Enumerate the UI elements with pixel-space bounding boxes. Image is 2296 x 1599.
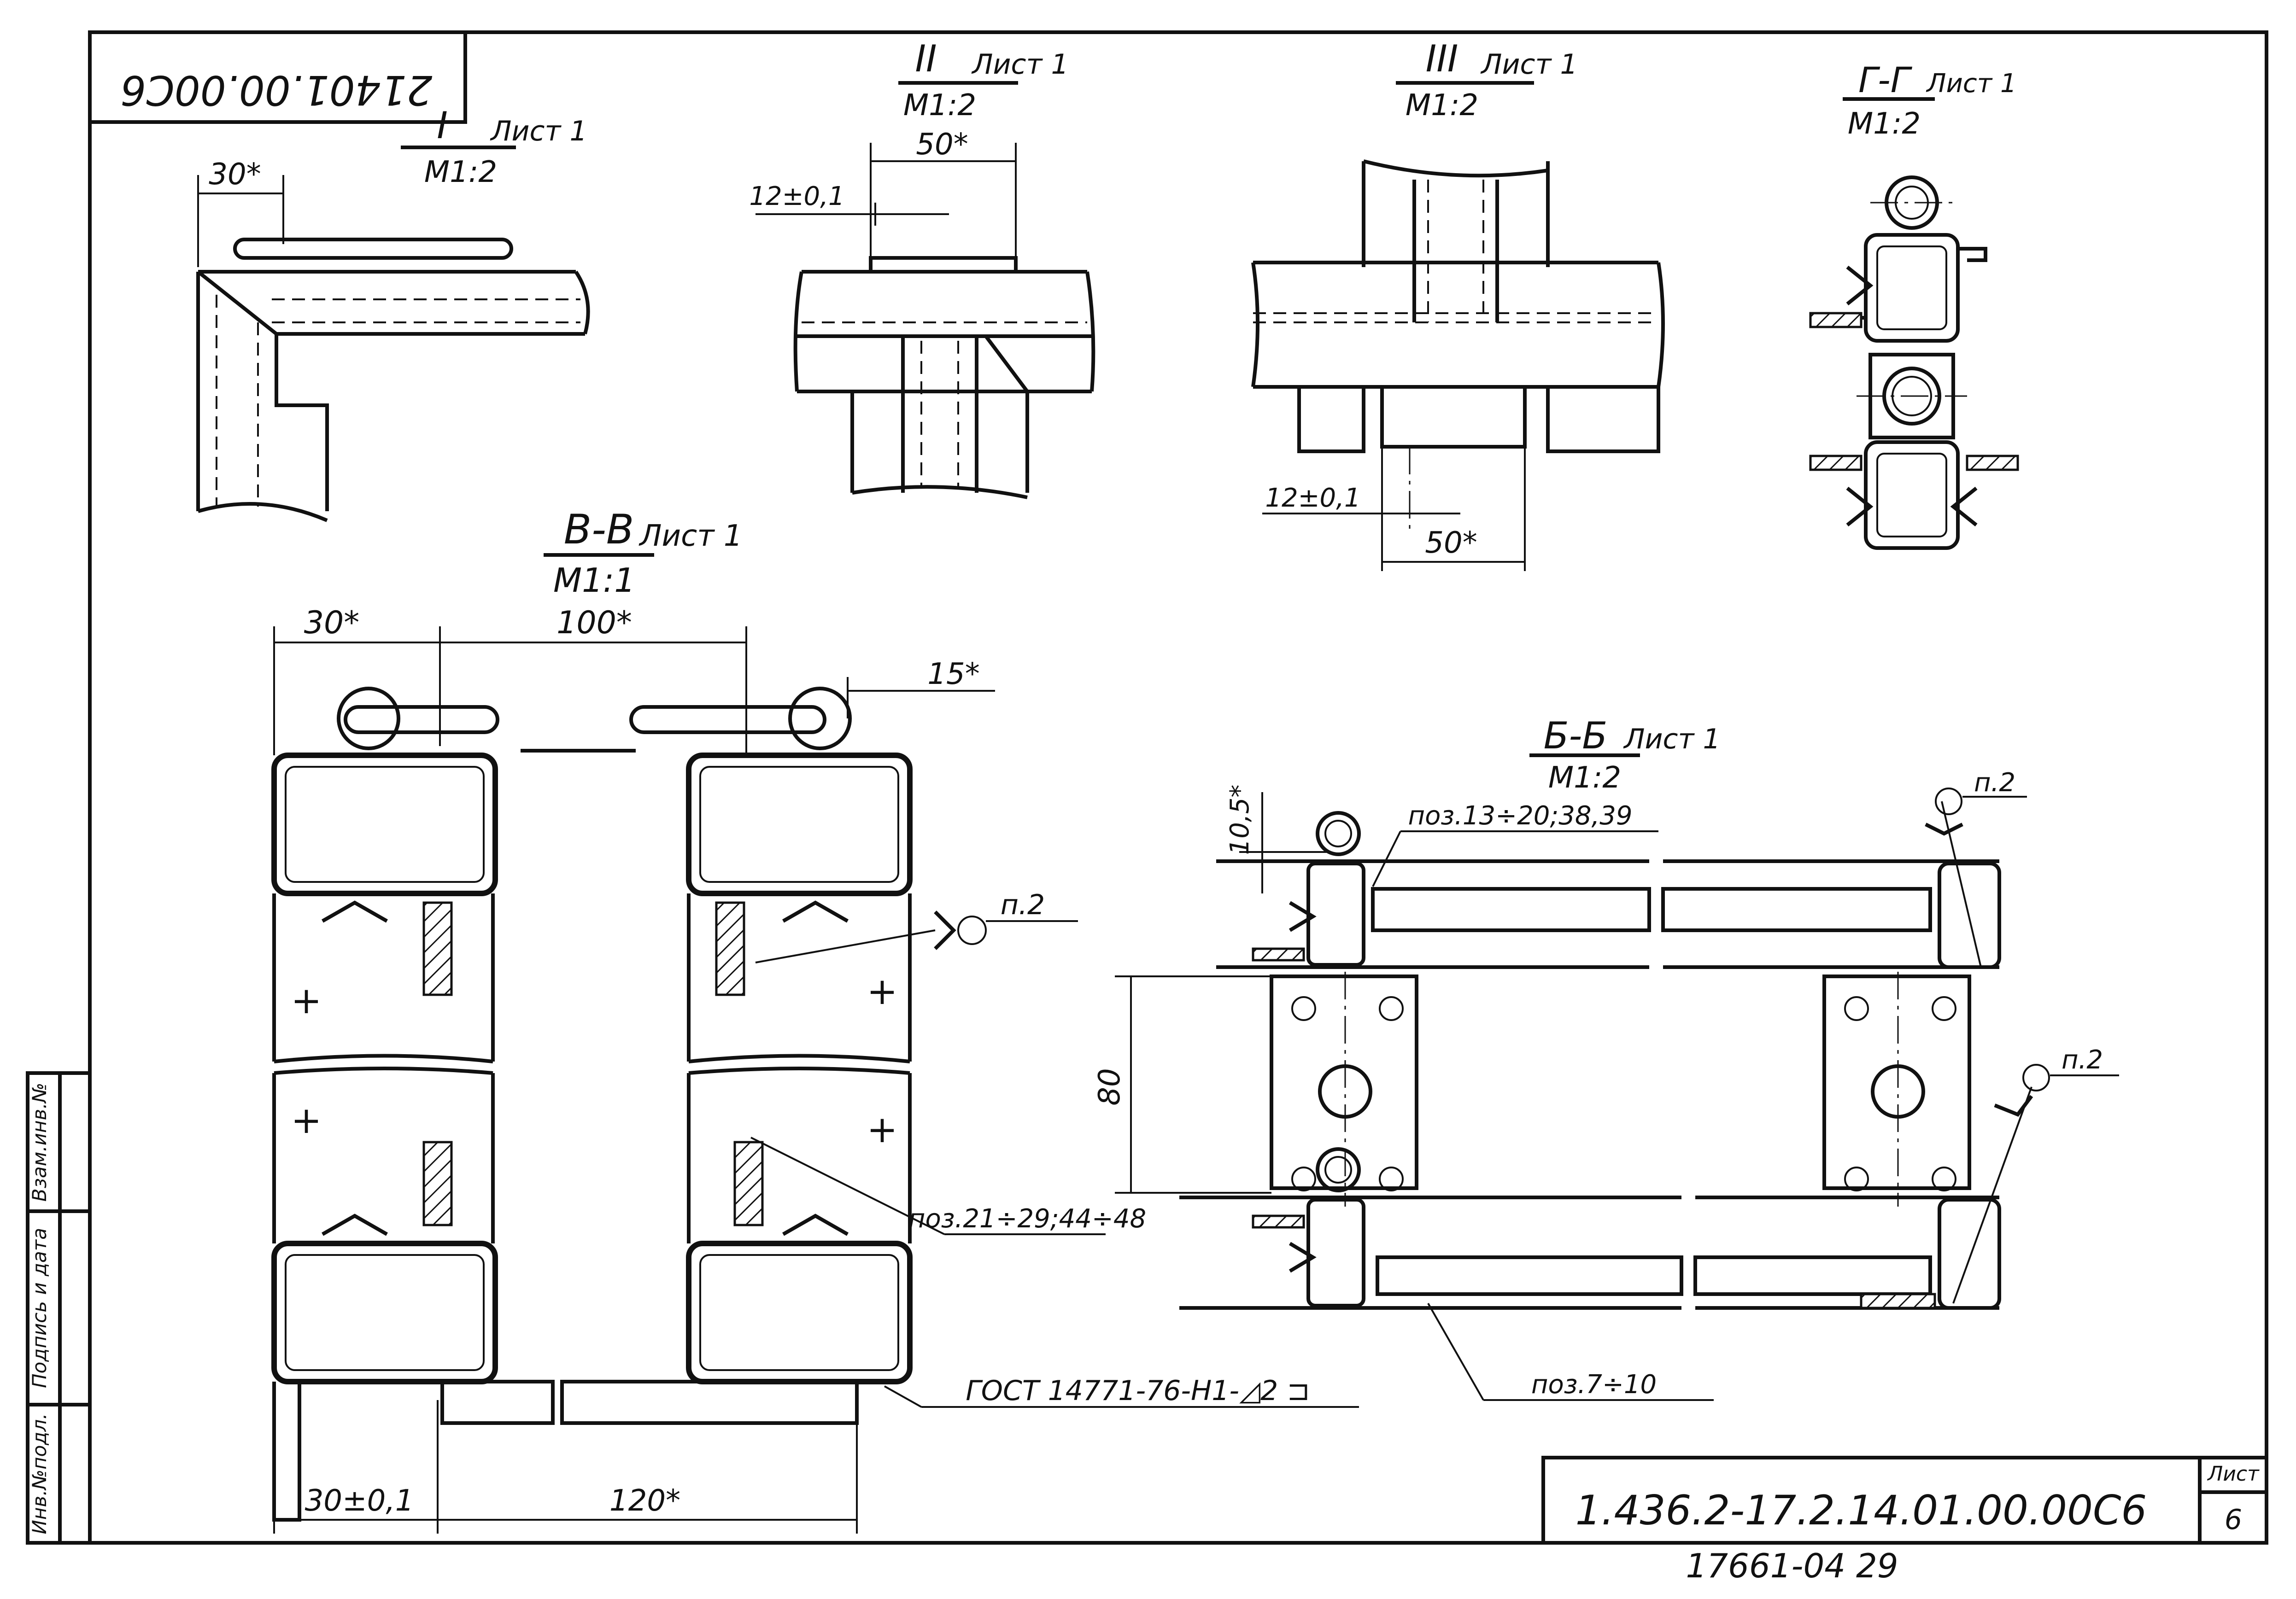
view-1-dim-top: 30* — [209, 158, 261, 192]
title-block: Лист 6 1.436.2-17.2.14.01.00.00C6 17661-… — [1541, 1456, 2267, 1585]
view-3-dim-width: 50* — [1425, 526, 1477, 560]
drawing-designation: 1.436.2-17.2.14.01.00.00C6 — [1576, 1487, 2147, 1534]
view-bb-dim-small: 10,5* — [1225, 785, 1255, 855]
view-vv-dim-left-bottom: 30±0,1 — [305, 1484, 414, 1518]
view-vv-dim-span-top: 100* — [556, 605, 632, 641]
view-2-dim-offset: 12±0,1 — [749, 181, 844, 211]
view-bb-sheet: Лист 1 — [1623, 723, 1720, 755]
view-gg-sheet: Лист 1 — [1926, 69, 2016, 99]
view-3: III Лист 1 М1:2 50* 12±0,1 — [1251, 37, 1665, 571]
view-2-sheet: Лист 1 — [971, 48, 1068, 81]
view-3-sheet: Лист 1 — [1480, 48, 1577, 81]
view-1-sheet: Лист 1 — [490, 115, 587, 147]
view-3-title: III — [1426, 37, 1458, 80]
view-bb-pos-bottom: поз.7÷10 — [1531, 1370, 1657, 1400]
side-stamp-cell-1: Инв.№подл. — [28, 1413, 51, 1534]
view-bb-title: Б-Б — [1544, 714, 1608, 757]
side-stamp-cell-3: Взам.инв.№ — [28, 1083, 51, 1202]
view-vv-dim-span-bottom: 120* — [609, 1484, 680, 1518]
vv-cross-4: + — [867, 1108, 897, 1151]
view-2-title: II — [915, 37, 937, 80]
view-gg: Г-Г Лист 1 М1:2 — [1809, 59, 2019, 550]
view-bb-scale: М1:2 — [1548, 761, 1621, 795]
view-vv-weld-callout: п.2 — [1001, 889, 1045, 921]
drawing-frame — [88, 30, 2268, 1545]
view-bb-dim-vertical: 80 — [1093, 1068, 1127, 1105]
sheet-label: Лист — [2207, 1462, 2260, 1486]
vv-cross-1: + — [291, 979, 322, 1022]
sheet-number: 6 — [2225, 1504, 2242, 1536]
view-2-scale: М1:2 — [903, 88, 976, 123]
top-left-stamp-text: 21401.00.00C6 — [120, 66, 432, 114]
side-stamp: Инв.№подл. Подпись и дата Взам.инв.№ — [26, 1071, 92, 1545]
view-vv-dim-left-top: 30* — [304, 605, 360, 641]
side-stamp-cell-2: Подпись и дата — [28, 1228, 51, 1388]
view-1: I Лист 1 М1:2 30* — [196, 104, 590, 522]
view-bb-weld-callout-1: п.2 — [1974, 768, 2015, 798]
view-bb-weld-callout-2: п.2 — [2062, 1045, 2103, 1075]
view-vv: В-В Лист 1 М1:1 30* 100* 15* + + — [271, 506, 1359, 1534]
view-vv-pos-callout: поз.21÷29;44÷48 — [908, 1204, 1146, 1234]
view-3-dim-offset: 12±0,1 — [1265, 483, 1360, 513]
view-bb-pos-top: поз.13÷20;38,39 — [1408, 801, 1632, 831]
view-1-scale: М1:2 — [424, 155, 497, 189]
view-vv-title: В-В — [564, 506, 634, 553]
view-vv-sheet: Лист 1 — [638, 519, 742, 553]
top-left-stamp: 21401.00.00C6 — [90, 32, 467, 124]
view-1-title: I — [437, 104, 448, 147]
view-gg-scale: М1:2 — [1848, 107, 1921, 141]
vv-cross-2: + — [291, 1099, 322, 1142]
vv-cross-3: + — [867, 970, 897, 1013]
view-gg-title: Г-Г — [1858, 59, 1913, 100]
view-bb: Б-Б Лист 1 М1:2 10,5* поз.13÷20;38,39 п.… — [1093, 714, 2119, 1401]
view-vv-dim-right-top: 15* — [927, 657, 979, 691]
view-2: II Лист 1 М1:2 50* 12±0,1 — [749, 37, 1095, 499]
view-2-dim-width: 50* — [916, 128, 968, 162]
view-vv-scale: М1:1 — [553, 561, 635, 600]
handwritten-number: 17661-04 29 — [1686, 1546, 1898, 1585]
view-3-scale: М1:2 — [1406, 88, 1478, 123]
view-vv-standard-callout: ГОСТ 14771-76-Н1-◿2 ⊐ — [966, 1375, 1310, 1407]
